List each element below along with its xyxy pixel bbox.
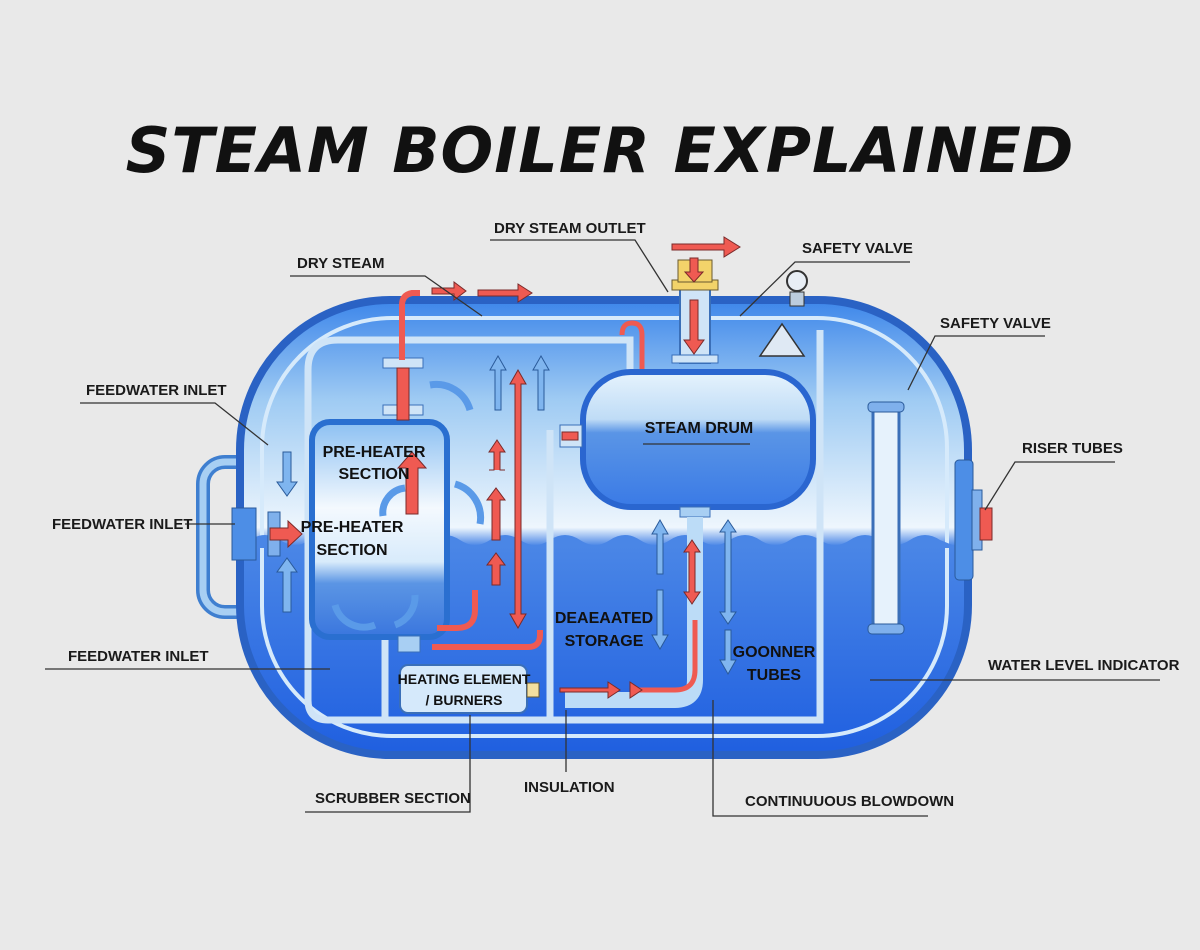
label-dry-steam-outlet: DRY STEAM OUTLET [494, 220, 646, 237]
dry-steam-arrow [431, 281, 467, 301]
leader-line-riser-tubes [984, 461, 1115, 511]
label-deaerated-line2: STORAGE [565, 633, 644, 650]
label-feedwater-inlet-bottom: FEEDWATER INLET [68, 648, 209, 665]
drum-side-valve-flow [561, 431, 579, 441]
outlet-valve-arrow [683, 257, 705, 283]
label-feedwater-inlet-mid: FEEDWATER INLET [52, 516, 193, 533]
drum-feed-line [619, 320, 645, 395]
label-scrubber-section: SCRUBBER SECTION [315, 790, 471, 807]
hot-flow-arrow [486, 552, 506, 586]
cold-flow-arrow [651, 518, 669, 575]
outlet-down-arrow [683, 299, 705, 355]
feedwater-down-arrow [276, 451, 298, 497]
riser-tube-outlet [979, 507, 993, 541]
insulation-layer [260, 316, 949, 738]
circulation-curve-arrow [453, 480, 485, 525]
hot-return-line [437, 590, 478, 631]
leader-line-feedwater-inlet-top [80, 402, 269, 446]
pressure-gauge-stem [789, 291, 805, 307]
safety-valve [758, 322, 806, 357]
label-safety-valve-top: SAFETY VALVE [802, 240, 913, 257]
label-water-level-indicator: WATER LEVEL INDICATOR [988, 657, 1180, 674]
label-heating-line1: HEATING ELEMENT [398, 671, 531, 687]
hot-flow-arrow [486, 487, 506, 541]
circulation-curve-arrow [331, 603, 377, 631]
cold-flow-arrow [719, 519, 737, 625]
leader-line-continuous-blowdown [712, 700, 928, 817]
gauge-top-cap [867, 401, 905, 413]
label-insulation: INSULATION [524, 779, 615, 796]
cold-flow-arrow [489, 354, 507, 411]
downcomer-flow-arrow [683, 539, 701, 605]
label-goonner-line1: GOONNER [733, 644, 816, 661]
circulation-curve-arrow [379, 484, 406, 517]
feedwater-inlet-flange [231, 507, 257, 561]
dry-steam-line [399, 290, 420, 360]
label-preheater-1-line1: PRE-HEATER [323, 444, 426, 461]
label-preheater-2-line2: SECTION [316, 542, 387, 559]
cold-flow-arrow [532, 354, 550, 411]
cold-flow-arrow [719, 629, 737, 676]
steam-outlet-arrow [671, 236, 741, 258]
hot-return-line [432, 630, 543, 650]
label-heating-line2: / BURNERS [425, 692, 502, 708]
circulation-arrow [509, 368, 527, 630]
leader-line-safety-valve-right [907, 335, 1045, 391]
burner-nozzle [526, 682, 540, 698]
label-goonner-line2: TUBES [747, 667, 802, 684]
label-deaerated-line1: DEAEAATED [555, 610, 653, 627]
label-steam-drum: STEAM DRUM [645, 420, 753, 437]
riser-flange [954, 459, 974, 581]
downcomer-hot-line [630, 620, 698, 693]
circulation-curve-arrow [429, 380, 474, 412]
leader-line-safety-valve-top [739, 261, 910, 317]
page-title: STEAM BOILER EXPLAINED [126, 114, 1075, 187]
label-riser-tubes: RISER TUBES [1022, 440, 1123, 457]
label-dry-steam: DRY STEAM [297, 255, 385, 272]
outlet-pipe-base-flange [671, 354, 719, 364]
inner-pipe-bottom [304, 330, 824, 724]
drum-bottom-flange [679, 506, 711, 518]
circulation-curve-arrow [393, 594, 419, 629]
gauge-bottom-cap [867, 623, 905, 635]
label-safety-valve-right: SAFETY VALVE [940, 315, 1051, 332]
cold-flow-arrow [651, 589, 669, 651]
label-preheater-1-line2: SECTION [338, 466, 409, 483]
leader-lines [45, 239, 1160, 817]
dry-steam-arrow [477, 283, 533, 303]
burner-flow-arrow [559, 681, 621, 699]
leader-line-scrubber-section [305, 715, 471, 813]
steam-drum [580, 369, 816, 510]
hot-flow-arrow [488, 439, 506, 471]
label-feedwater-inlet-top: FEEDWATER INLET [86, 382, 227, 399]
leader-line-dry-steam [290, 275, 483, 317]
leader-line-dry-steam-outlet [490, 239, 669, 293]
label-preheater-2-line1: PRE-HEATER [301, 519, 404, 536]
feedwater-inflow-arrow [269, 519, 303, 549]
label-continuous-blowdown: CONTINUUOUS BLOWDOWN [745, 793, 954, 810]
water-level-gauge [871, 403, 901, 632]
inner-pipe-top [304, 336, 634, 700]
downcomer-return-arrowhead [629, 681, 643, 699]
preheater-up-arrow [396, 451, 428, 515]
preheater-steam-riser [396, 367, 410, 421]
feedwater-up-arrow [276, 557, 298, 613]
preheater-drain-fitting [397, 635, 421, 653]
pressure-gauge [786, 270, 808, 292]
